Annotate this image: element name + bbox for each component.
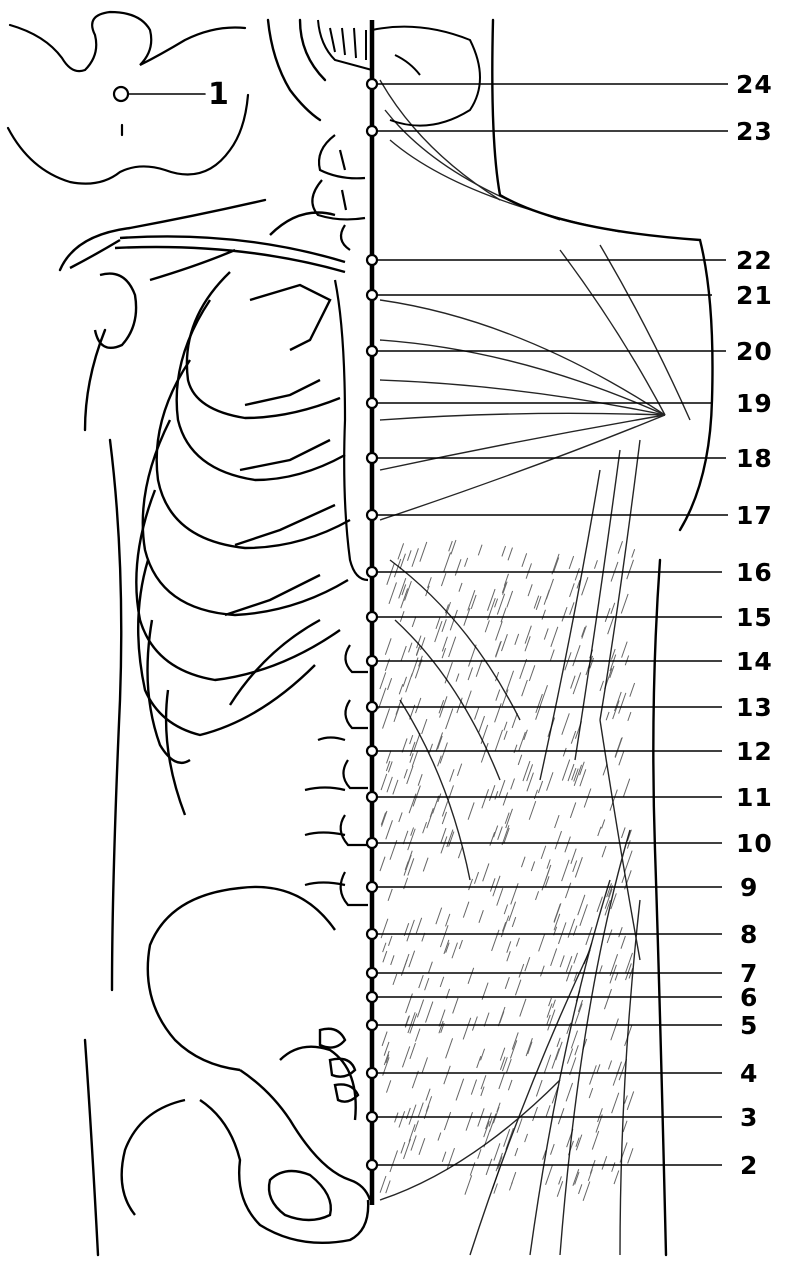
acupoint-7-marker (367, 968, 377, 978)
acupoint-15-marker (367, 612, 377, 622)
acupoint-21-marker (367, 290, 377, 300)
acupoint-20-marker (367, 346, 377, 356)
acupoint-6-marker (367, 992, 377, 1002)
acupoint-22-marker (367, 255, 377, 265)
acupoint-3-marker (367, 1112, 377, 1122)
acupoint-label-2: 2 (740, 1151, 758, 1180)
acupoint-18-marker (367, 453, 377, 463)
acupoint-label-8: 8 (740, 920, 758, 949)
acupoint-23-marker (367, 126, 377, 136)
acupoint-label-12: 12 (736, 737, 773, 766)
acupoint-8-marker (367, 929, 377, 939)
acupoint-2-marker (367, 1160, 377, 1170)
acupoint-label-21: 21 (736, 281, 773, 310)
acupoint-label-11: 11 (736, 783, 773, 812)
acupoint-label-7: 7 (740, 959, 758, 988)
acupoint-label-22: 22 (736, 246, 773, 275)
acupoint-9-marker (367, 882, 377, 892)
clavicle-scapula (70, 213, 345, 348)
body-outline (60, 20, 713, 1255)
acupoint-label-17: 17 (736, 501, 773, 530)
acupoint-4-marker (367, 1068, 377, 1078)
acupoint-label-3: 3 (740, 1103, 758, 1132)
acupoint-24-marker (367, 79, 377, 89)
leader-lines (377, 84, 728, 1165)
acupoint-label-13: 13 (736, 693, 773, 722)
acupoint-label-19: 19 (736, 389, 773, 418)
acupoint-5-marker (367, 1020, 377, 1030)
acupoint-label-9: 9 (740, 873, 758, 902)
acupoint-label-20: 20 (736, 337, 773, 366)
acupoint-1-marker (114, 87, 128, 101)
acupoint-17-marker (367, 510, 377, 520)
acupoint-label-16: 16 (736, 558, 773, 587)
back-muscles (380, 80, 690, 1255)
acupoint-label-5: 5 (740, 1011, 758, 1040)
acupoint-11-marker (367, 792, 377, 802)
acupoint-label-15: 15 (736, 603, 773, 632)
acupoint-label-4: 4 (740, 1059, 758, 1088)
acupoint-label-24: 24 (736, 70, 773, 99)
sternum (335, 280, 368, 580)
muscle-hatching (378, 540, 634, 1201)
acupoint-16-marker (367, 567, 377, 577)
acupoint-14-marker (367, 656, 377, 666)
acupoint-label-14: 14 (736, 647, 773, 676)
lumbar-vertebrae (305, 645, 368, 905)
acupoint-label-10: 10 (736, 829, 773, 858)
pelvis (122, 887, 370, 1243)
acupoint-label-1: 1 (208, 77, 230, 112)
acupoint-19-marker (367, 398, 377, 408)
acupoint-10-marker (367, 838, 377, 848)
cervical-vertebrae (312, 135, 365, 250)
rib-cage (136, 272, 350, 815)
acupoint-label-18: 18 (736, 444, 773, 473)
acupoint-label-23: 23 (736, 117, 773, 146)
acupoint-12-marker (367, 746, 377, 756)
acupoint-13-marker (367, 702, 377, 712)
